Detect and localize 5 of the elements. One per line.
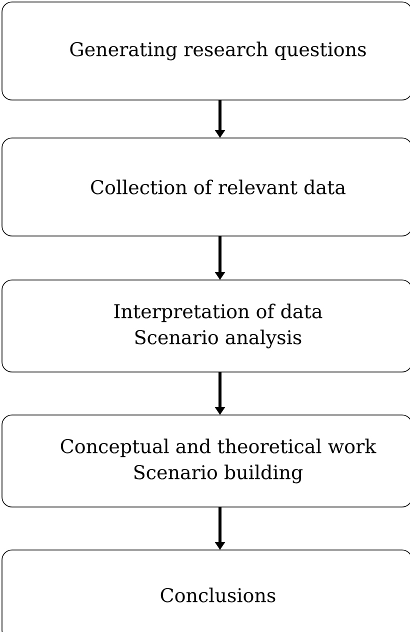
process-box: Generating research questions [2, 2, 410, 100]
process-box: Interpretation of data Scenario analysis [2, 280, 410, 372]
process-box: Collection of relevant data [2, 138, 410, 236]
process-box: Conclusions [2, 550, 410, 632]
process-box: Conceptual and theoretical work Scenario building [2, 414, 410, 508]
